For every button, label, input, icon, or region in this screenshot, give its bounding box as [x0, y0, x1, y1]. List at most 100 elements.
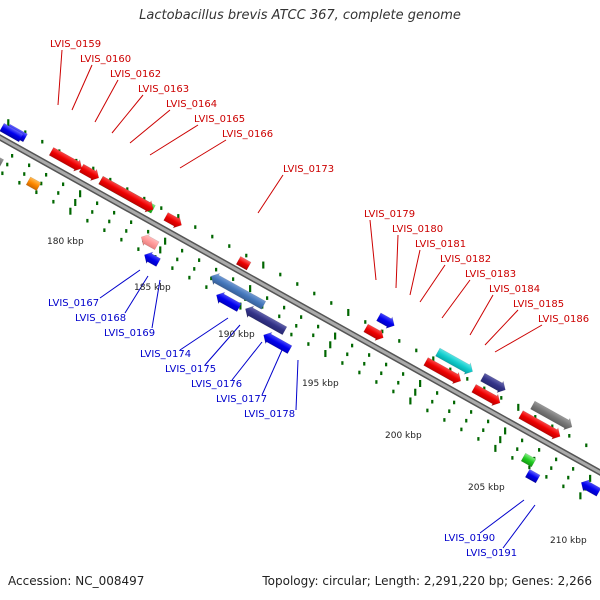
- gene-label[interactable]: LVIS_0163: [138, 84, 189, 95]
- gene-feature[interactable]: [520, 452, 537, 468]
- leader-line: [502, 504, 536, 549]
- gene-feature[interactable]: [138, 231, 160, 251]
- gene-feature[interactable]: [141, 249, 161, 268]
- leader-line: [124, 275, 149, 314]
- label-leaders: [57, 49, 543, 549]
- kbp-label: 195 kbp: [302, 379, 339, 389]
- gene-label[interactable]: LVIS_0190: [444, 533, 495, 544]
- gene-label[interactable]: LVIS_0176: [191, 379, 242, 390]
- gene-feature[interactable]: [530, 399, 576, 432]
- gene-feature[interactable]: [242, 303, 288, 336]
- kbp-label: 210 kbp: [550, 536, 587, 546]
- gene-label[interactable]: LVIS_0175: [165, 364, 216, 375]
- reverse-gene-labels: LVIS_0167 LVIS_0168 LVIS_0169 LVIS_0174 …: [48, 298, 517, 559]
- leader-line: [99, 269, 141, 299]
- leader-line: [179, 139, 227, 169]
- gene-feature[interactable]: [208, 270, 267, 311]
- gene-feature[interactable]: [524, 468, 541, 484]
- gene-shape: [78, 163, 100, 182]
- gene-label[interactable]: LVIS_0186: [538, 314, 589, 325]
- kbp-labels: 180 kbp 185 kbp 190 kbp 195 kbp 200 kbp …: [47, 237, 587, 546]
- gene-feature[interactable]: [213, 289, 242, 313]
- gene-label[interactable]: LVIS_0159: [50, 39, 101, 50]
- backbone: [0, 134, 600, 476]
- gene-feature[interactable]: [375, 311, 397, 331]
- gene-shape: [144, 251, 161, 267]
- gene-feature[interactable]: [363, 322, 387, 343]
- leader-line: [419, 264, 446, 303]
- gene-shape: [435, 347, 473, 375]
- gene-feature[interactable]: [0, 151, 5, 169]
- gene-shape: [235, 256, 252, 271]
- gene-label[interactable]: LVIS_0173: [283, 164, 334, 175]
- map-title: Lactobacillus brevis ATCC 367, complete …: [139, 8, 461, 23]
- leader-line: [395, 234, 399, 289]
- gene-shape: [210, 272, 267, 310]
- gene-label[interactable]: LVIS_0160: [80, 54, 131, 65]
- gene-shape: [0, 122, 24, 143]
- gene-label[interactable]: LVIS_0185: [513, 299, 564, 310]
- gene-shape: [471, 384, 501, 407]
- kbp-label: 200 kbp: [385, 431, 422, 441]
- leader-line: [295, 359, 299, 411]
- gene-shape: [524, 468, 541, 484]
- gene-shape: [245, 305, 288, 336]
- gene-label[interactable]: LVIS_0168: [75, 313, 126, 324]
- gene-shape: [423, 357, 462, 385]
- gene-shape: [163, 212, 182, 229]
- gene-label[interactable]: LVIS_0167: [48, 298, 99, 309]
- gene-label[interactable]: LVIS_0184: [489, 284, 540, 295]
- gene-feature[interactable]: [480, 371, 509, 395]
- gene-feature[interactable]: [471, 383, 504, 409]
- kbp-label: 205 kbp: [468, 483, 505, 493]
- gene-label[interactable]: LVIS_0183: [465, 269, 516, 280]
- leader-line: [469, 294, 494, 336]
- gene-feature[interactable]: [578, 477, 600, 498]
- kbp-label: 185 kbp: [134, 283, 171, 293]
- gene-label[interactable]: LVIS_0169: [104, 328, 155, 339]
- gene-feature[interactable]: [163, 211, 185, 231]
- gene-label[interactable]: LVIS_0181: [415, 239, 466, 250]
- leader-line: [257, 174, 284, 214]
- gene-shape: [263, 331, 293, 354]
- gene-shape: [363, 323, 384, 341]
- gene-feature[interactable]: [0, 122, 24, 143]
- gene-shape: [140, 233, 160, 251]
- gene-shape: [48, 147, 83, 172]
- topology-label: Topology: circular; Length: 2,291,220 bp…: [262, 574, 592, 588]
- gene-shape: [376, 312, 395, 329]
- forward-gene-labels: LVIS_0159 LVIS_0160 LVIS_0162 LVIS_0163 …: [50, 39, 589, 325]
- leader-line: [204, 324, 241, 366]
- leader-line: [179, 317, 229, 351]
- leader-line: [111, 94, 144, 134]
- gene-feature[interactable]: [435, 346, 476, 377]
- gene-feature[interactable]: [260, 329, 293, 355]
- gene-label[interactable]: LVIS_0166: [222, 129, 273, 140]
- leader-line: [231, 341, 263, 381]
- gene-label[interactable]: LVIS_0165: [194, 114, 245, 125]
- gene-label[interactable]: LVIS_0179: [364, 209, 415, 220]
- gene-feature[interactable]: [25, 176, 42, 191]
- gene-feature[interactable]: [48, 146, 85, 174]
- gene-feature[interactable]: [518, 409, 564, 442]
- gene-label[interactable]: LVIS_0174: [140, 349, 191, 360]
- gene-label[interactable]: LVIS_0164: [166, 99, 217, 110]
- gene-shape: [518, 410, 561, 440]
- gene-feature[interactable]: [78, 162, 102, 183]
- gene-label[interactable]: LVIS_0191: [466, 548, 517, 559]
- gene-feature[interactable]: [98, 174, 157, 215]
- kbp-label: 180 kbp: [47, 237, 84, 247]
- leader-line: [441, 279, 471, 319]
- gene-label[interactable]: LVIS_0177: [216, 394, 267, 405]
- accession-label: Accession: NC_008497: [8, 574, 145, 588]
- gene-feature[interactable]: [423, 356, 464, 387]
- gene-feature[interactable]: [235, 256, 252, 271]
- gene-label[interactable]: LVIS_0180: [392, 224, 443, 235]
- leader-line: [494, 324, 543, 353]
- leader-line: [409, 249, 421, 296]
- leader-line: [484, 309, 519, 346]
- gene-label[interactable]: LVIS_0182: [440, 254, 491, 265]
- gene-label[interactable]: LVIS_0178: [244, 409, 295, 420]
- gene-shape: [25, 176, 42, 191]
- gene-label[interactable]: LVIS_0162: [110, 69, 161, 80]
